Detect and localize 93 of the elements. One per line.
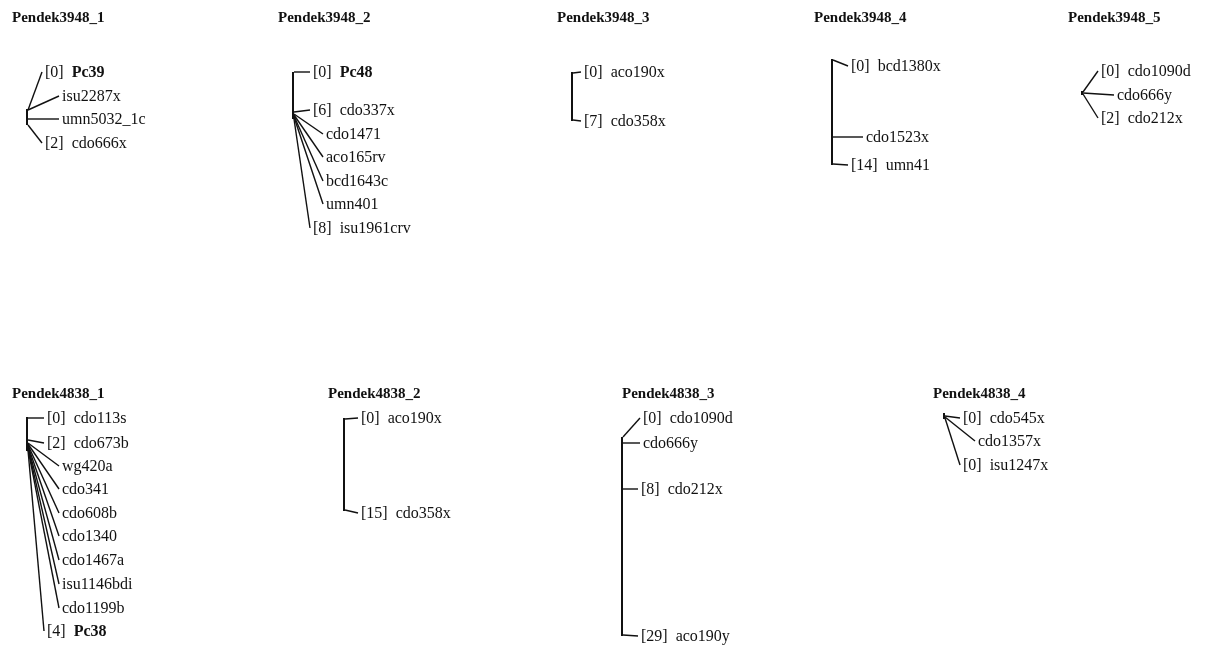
marker-label: [14] umn41 [851, 155, 931, 175]
leader-line [27, 447, 60, 585]
leader-line [27, 448, 60, 609]
leader-line [832, 136, 864, 138]
marker-label: cdo1357x [978, 431, 1042, 451]
linkage-group-title: Pendek4838_3 [622, 384, 715, 402]
linkage-bar [621, 437, 623, 636]
leader-line [27, 118, 60, 120]
marker-label: [8] isu1961crv [313, 218, 411, 238]
marker-label: aco165rv [326, 147, 386, 167]
leader-line [27, 442, 60, 467]
leader-line [572, 119, 582, 122]
leader-line [1082, 70, 1099, 93]
leader-line [572, 71, 582, 74]
linkage-bar [343, 418, 345, 511]
marker-label: [0] cdo1090d [1101, 61, 1191, 81]
leader-line [944, 415, 961, 419]
linkage-bar [571, 72, 573, 121]
marker-label: [0] cdo1090d [643, 408, 733, 428]
marker-label: isu1146bdi [62, 574, 133, 594]
leader-line [622, 442, 641, 444]
marker-label: [6] cdo337x [313, 100, 395, 120]
marker-label: [4] Pc38 [47, 621, 107, 641]
marker-label: [0] aco190x [361, 408, 442, 428]
linkage-bar [943, 413, 945, 419]
linkage-group-title: Pendek4838_1 [12, 384, 105, 402]
marker-label: wg420a [62, 456, 113, 476]
leader-line [293, 115, 324, 182]
leader-line [832, 163, 849, 166]
marker-label: [0] Pc39 [45, 62, 105, 82]
linkage-group-title: Pendek3948_3 [557, 8, 650, 26]
linkage-group-title: Pendek3948_4 [814, 8, 907, 26]
marker-label: cdo666y [643, 433, 699, 453]
marker-label: cdo1467a [62, 550, 125, 570]
marker-label: [29] aco190y [641, 626, 730, 646]
linkage-group-title: Pendek3948_2 [278, 8, 371, 26]
leader-line [293, 116, 324, 205]
marker-label: cdo1523x [866, 127, 930, 147]
marker-label: [7] cdo358x [584, 111, 666, 131]
leader-line [27, 124, 43, 144]
leader-line [944, 416, 976, 442]
linkage-group-title: Pendek3948_5 [1068, 8, 1161, 26]
leader-line [293, 109, 311, 113]
leader-line [944, 417, 961, 466]
leader-line [27, 439, 45, 444]
linkage-group-title: Pendek4838_2 [328, 384, 421, 402]
marker-label: [0] isu1247x [963, 455, 1049, 475]
leader-line [622, 634, 639, 637]
marker-label: cdo1340 [62, 526, 118, 546]
marker-label: [15] cdo358x [361, 503, 451, 523]
marker-label: [2] cdo212x [1101, 108, 1183, 128]
linkage-bar [292, 72, 294, 119]
marker-label: isu2287x [62, 86, 121, 106]
marker-label: [0] cdo113s [47, 408, 127, 428]
marker-label: bcd1643c [326, 171, 389, 191]
leader-line [293, 118, 311, 229]
marker-label: cdo666y [1117, 85, 1173, 105]
linkage-bar [1081, 91, 1083, 95]
leader-line [344, 417, 359, 420]
marker-label: cdo1471 [326, 124, 382, 144]
leader-line [27, 445, 60, 537]
marker-label: [2] cdo666x [45, 133, 127, 153]
linkage-bar [831, 59, 833, 165]
linkage-bar [26, 417, 28, 451]
marker-label: [2] cdo673b [47, 433, 129, 453]
marker-label: [0] aco190x [584, 62, 665, 82]
leader-line [1082, 93, 1099, 119]
leader-line [293, 113, 324, 135]
leader-line [344, 509, 359, 514]
leader-line [27, 71, 43, 111]
marker-label: [0] bcd1380x [851, 56, 941, 76]
marker-label: umn5032_1c [62, 109, 146, 129]
marker-label: [8] cdo212x [641, 479, 723, 499]
leader-line [1082, 92, 1115, 96]
leader-line [622, 488, 639, 490]
leader-line [832, 59, 849, 67]
marker-label: cdo1199b [62, 598, 125, 618]
leader-line [293, 114, 324, 158]
leader-line [27, 95, 60, 111]
linkage-group-title: Pendek4838_4 [933, 384, 1026, 402]
leader-line [27, 449, 45, 632]
marker-label: cdo608b [62, 503, 118, 523]
marker-label: umn401 [326, 194, 379, 214]
linkage-bar [26, 109, 28, 125]
marker-label: cdo341 [62, 479, 110, 499]
leader-line [293, 71, 311, 73]
leader-line [622, 417, 641, 438]
leader-line [27, 444, 60, 514]
linkage-group-title: Pendek3948_1 [12, 8, 105, 26]
leader-line [27, 417, 45, 419]
marker-label: [0] Pc48 [313, 62, 373, 82]
leader-line [27, 443, 60, 490]
marker-label: [0] cdo545x [963, 408, 1045, 428]
